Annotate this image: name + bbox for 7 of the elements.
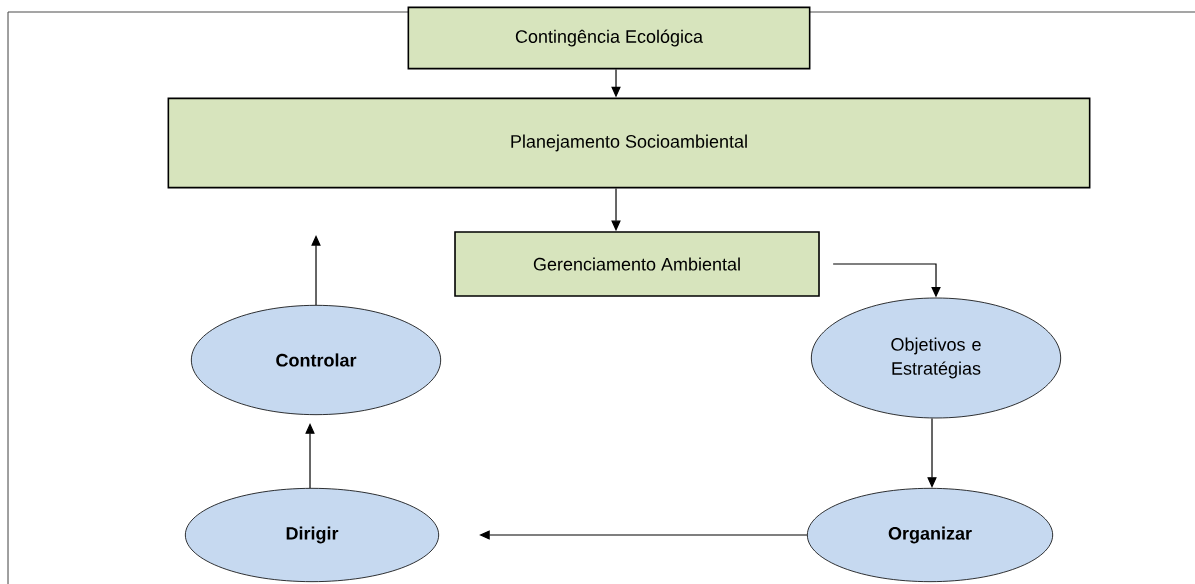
arrow <box>311 235 321 306</box>
process-box: Gerenciamento Ambiental <box>454 231 820 297</box>
arrow <box>479 530 808 540</box>
arrow <box>927 417 937 488</box>
process-box: Planejamento Socioambiental <box>167 97 1091 189</box>
process-box: Contingência Ecológica <box>407 6 811 70</box>
arrow <box>305 423 315 489</box>
